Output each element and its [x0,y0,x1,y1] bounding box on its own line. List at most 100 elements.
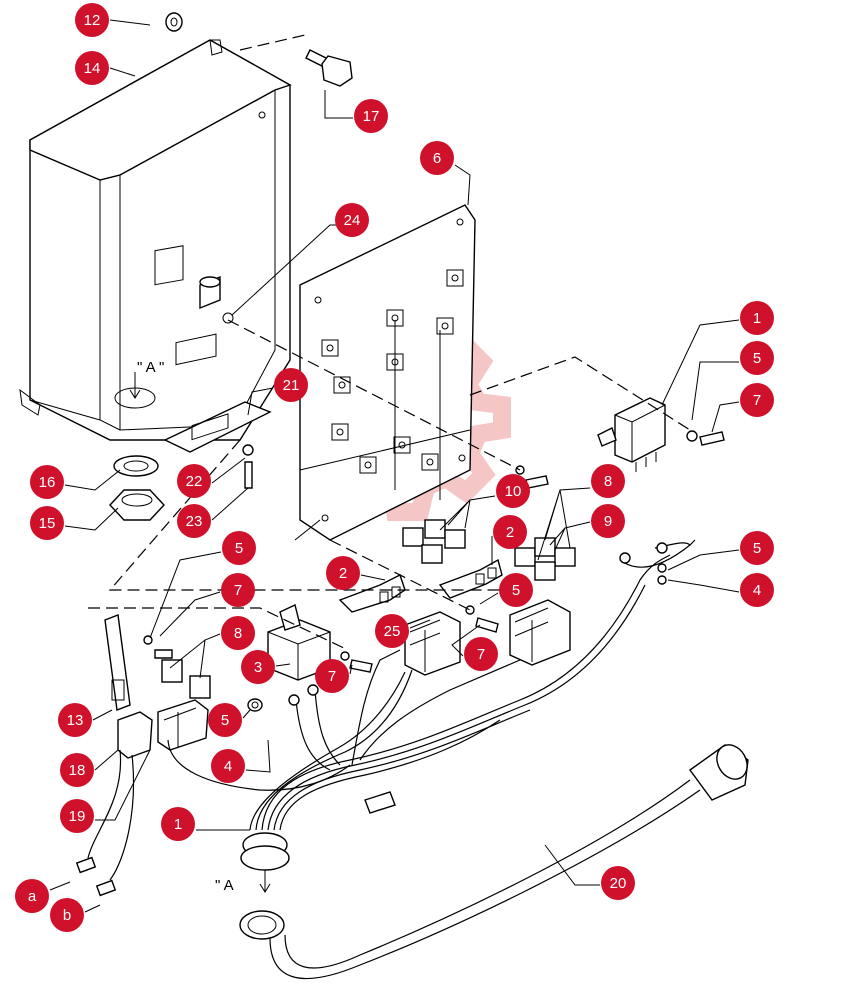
leader-line [242,709,251,719]
leader-line [549,521,591,551]
callout-5: 5 [499,573,533,607]
callout-7: 7 [464,637,498,671]
callout-24: 24 [335,203,369,237]
callout-marker [177,504,211,538]
callout-label: 4 [753,582,761,599]
plate-stud-hole [441,322,449,330]
callout-b: b [50,898,84,932]
callout-label: 16 [39,474,56,491]
wire-19 [87,749,122,859]
plate-stud [321,339,339,357]
callout-marker [740,383,774,417]
leader-line [109,19,151,26]
leader-line [451,624,481,657]
leader-line [64,507,119,531]
leader-line [95,749,151,821]
callout-label: 14 [84,60,101,77]
callout-marker [591,464,625,498]
relay-cluster-9 [514,537,576,581]
callout-label: 5 [512,582,520,599]
callout-18: 18 [60,753,94,787]
callout-label: 18 [69,762,86,779]
callout-marker [591,504,625,538]
callout-1: 1 [740,301,774,335]
callout-17: 17 [354,99,388,133]
callout-marker [58,703,92,737]
leader-line [691,361,739,421]
callout-14: 14 [75,51,109,85]
enclosure-box [19,39,292,441]
wiring-harness [167,539,696,893]
callout-7: 7 [315,659,349,693]
callout-21: 21 [274,368,308,402]
relay-18-part [117,711,153,759]
leader-line [349,664,353,675]
bracket-part [438,558,503,599]
plate-stud [333,376,351,394]
leader-line [49,881,71,891]
leader-line [544,844,600,886]
plate-stud-hole [336,428,344,436]
relay-cluster-10 [402,519,466,564]
callout-label: 25 [384,623,401,640]
leader-line [439,495,496,531]
callout-marker [315,659,349,693]
callout-label: 2 [339,565,347,582]
callout-label: 13 [67,712,84,729]
bracket-strip-part [104,614,131,711]
callout-label: 7 [328,668,336,685]
callout-3: 3 [241,650,275,684]
callout-marker [208,703,242,737]
callout-label: 7 [477,646,485,663]
callout-marker [75,51,109,85]
callout-1: 1 [161,807,195,841]
plate-stud [359,456,377,474]
callout-marker [50,898,84,932]
callout-marker [15,879,49,913]
leader-line [454,164,471,206]
callout-2: 2 [493,515,527,549]
callout-marker [740,531,774,565]
callout-label: 23 [186,513,203,530]
nut-washer-part [247,698,263,712]
callout-label: 2 [506,524,514,541]
leader-line [667,549,740,571]
plate-stud [436,317,454,335]
callout-label: 19 [69,808,86,825]
callout-marker [740,301,774,335]
callout-8: 8 [591,464,625,498]
callout-marker [420,141,454,175]
callout-label: 7 [753,392,761,409]
callout-marker [493,515,527,549]
callout-marker [177,464,211,498]
callout-marker [30,506,64,540]
leader-line [537,487,591,561]
callout-label: 9 [604,513,612,530]
callout-label: 1 [174,816,182,833]
leader-line [109,67,136,77]
fuse-block-part [404,611,461,676]
callout-marker [161,807,195,841]
callout-label: 3 [254,659,262,676]
callout-label: 4 [224,758,232,775]
callout-22: 22 [177,464,211,498]
callout-marker [30,465,64,499]
leader-line [245,739,271,773]
callout-marker [221,573,255,607]
callout-16: 16 [30,465,64,499]
leader-line [84,904,101,913]
callout-4: 4 [211,749,245,783]
leader-line [711,401,740,433]
leader-line [64,469,121,491]
callout-label: 15 [39,515,56,532]
plate-stud [393,436,411,454]
leader-line [94,749,119,771]
callout-5: 5 [740,341,774,375]
relay-left-part [161,659,211,699]
plate-stud [446,269,464,287]
callout-marker [740,573,774,607]
callout-25: 25 [375,614,409,648]
callout-6: 6 [420,141,454,175]
callout-23: 23 [177,504,211,538]
plug-a-part [75,856,97,874]
